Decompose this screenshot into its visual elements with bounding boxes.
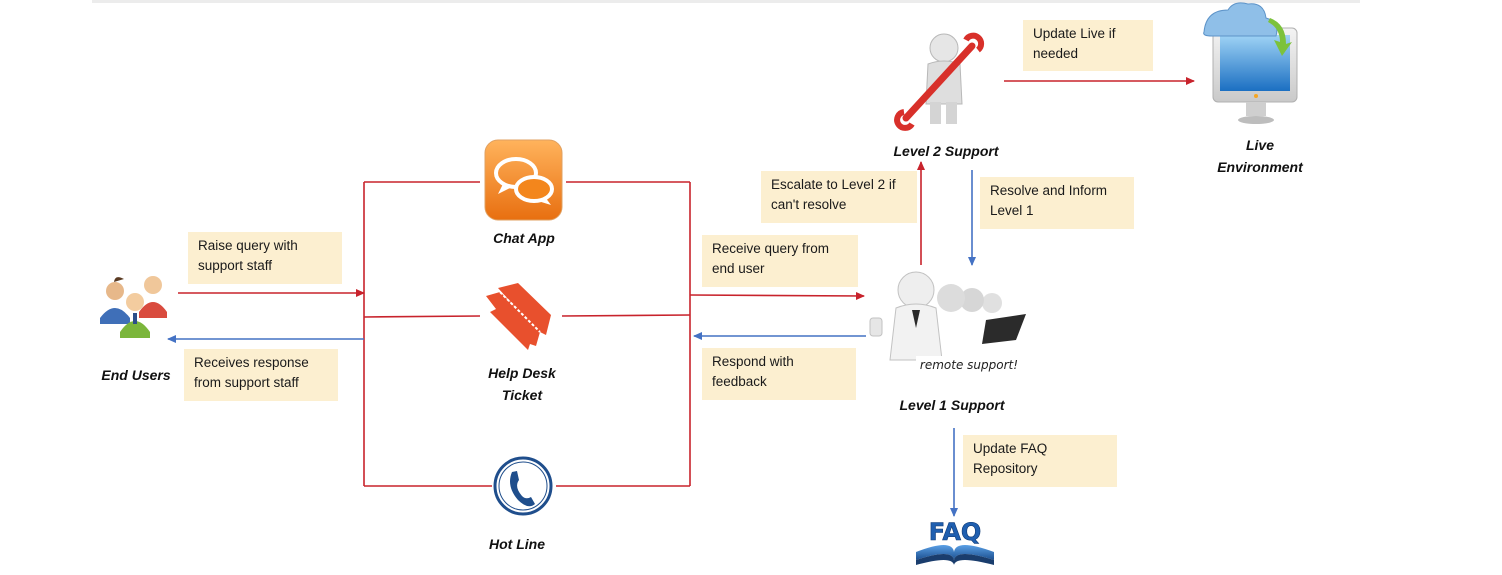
level1-support-label: Level 1 Support <box>899 397 1005 413</box>
chat-app-label: Chat App <box>493 230 555 246</box>
chat-app-icon <box>484 139 563 221</box>
channel-connectors <box>363 181 691 487</box>
monitor-icon <box>1203 2 1298 124</box>
note-update-live: Update Live if needed <box>1023 20 1153 71</box>
note-raise-query: Raise query with support staff <box>188 232 342 284</box>
note-receives-response: Receives response from support staff <box>184 349 338 401</box>
note-respond-feedback: Respond with feedback <box>702 348 856 400</box>
users-icon <box>100 276 167 338</box>
note-resolve-inform: Resolve and Inform Level 1 <box>980 177 1134 229</box>
top-divider <box>92 0 1360 3</box>
level2-support-label: Level 2 Support <box>893 143 999 159</box>
note-receive-query: Receive query from end user <box>702 235 858 287</box>
ticket-icon <box>486 283 551 350</box>
note-escalate: Escalate to Level 2 if can't resolve <box>761 171 917 223</box>
remote-support-caption: remote support! <box>920 358 1018 372</box>
live-env-label-line1: Live <box>1245 137 1274 153</box>
support-team-icon: remote support! <box>869 271 1026 372</box>
support-technician-icon <box>894 32 985 131</box>
end-users-label: End Users <box>101 367 171 383</box>
live-env-label-line2: Environment <box>1217 159 1303 175</box>
note-update-faq: Update FAQ Repository <box>963 435 1117 487</box>
faq-icon: FAQ <box>916 518 994 565</box>
arrow-receive-query <box>689 291 865 300</box>
help-desk-label-line2: Ticket <box>501 387 543 403</box>
faq-title: FAQ <box>929 518 982 546</box>
phone-icon <box>493 456 553 516</box>
hot-line-label: Hot Line <box>489 536 545 552</box>
help-desk-label-line1: Help Desk <box>488 365 556 381</box>
